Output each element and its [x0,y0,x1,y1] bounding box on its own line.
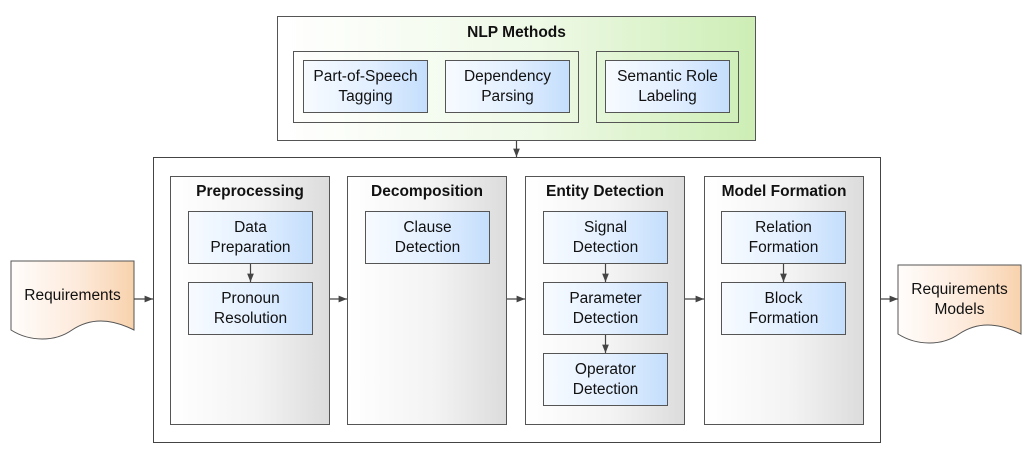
step-pronoun-resolution: Pronoun Resolution [188,282,313,335]
nlp-methods-title: NLP Methods [467,24,566,41]
step-signal-detection: Signal Detection [543,211,668,264]
step-data-preparation: Data Preparation [188,211,313,264]
stage-title-preprocessing: Preprocessing [196,183,304,200]
step-relation-formation: Relation Formation [721,211,846,264]
input-requirements-document: Requirements [24,287,121,304]
method-semantic-role-labeling: Semantic Role Labeling [605,60,730,113]
syntactic-methods-group [293,51,579,123]
stage-title-decomposition: Decomposition [371,183,483,200]
method-dependency-parsing: Dependency Parsing [445,60,570,113]
step-clause-detection: Clause Detection [365,211,490,264]
semantic-methods-group [596,51,739,123]
step-block-formation: Block Formation [721,282,846,335]
output-document-shape [897,264,1022,344]
step-operator-detection: Operator Detection [543,353,668,406]
stage-title-entity-detection: Entity Detection [546,183,664,200]
output-requirements-models-document: Requirements Models [911,281,1008,318]
method-pos-tagging: Part-of-Speech Tagging [303,60,428,113]
step-parameter-detection: Parameter Detection [543,282,668,335]
stage-title-model-formation: Model Formation [721,183,847,200]
input-document-shape [10,260,135,340]
